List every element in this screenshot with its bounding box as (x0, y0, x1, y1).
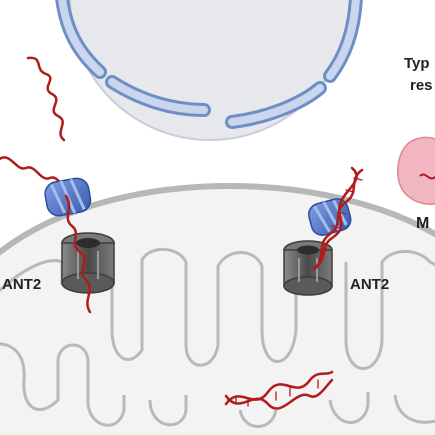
rna-strand-top (26, 56, 66, 142)
mitochondrion (0, 182, 435, 435)
inner-membrane-lower (0, 342, 435, 428)
dna-helix-matrix-icon (224, 370, 334, 410)
nuclear-envelope-segment (326, 0, 360, 80)
nuclear-envelope-segment (108, 78, 208, 114)
dna-helix-right-icon (312, 166, 364, 270)
label-top-right-line2: res (410, 77, 433, 94)
nuclear-envelope-segment (228, 84, 324, 126)
label-top-right-line1: Typ (404, 55, 430, 72)
pink-protein-icon (397, 136, 435, 205)
rna-through-left-channel (64, 194, 92, 314)
label-ant2-left: ANT2 (2, 276, 41, 293)
nucleus (55, 0, 363, 141)
nuclear-envelope-segment (58, 0, 104, 76)
label-mid-right: M (416, 215, 429, 232)
label-ant2-right: ANT2 (350, 276, 389, 293)
